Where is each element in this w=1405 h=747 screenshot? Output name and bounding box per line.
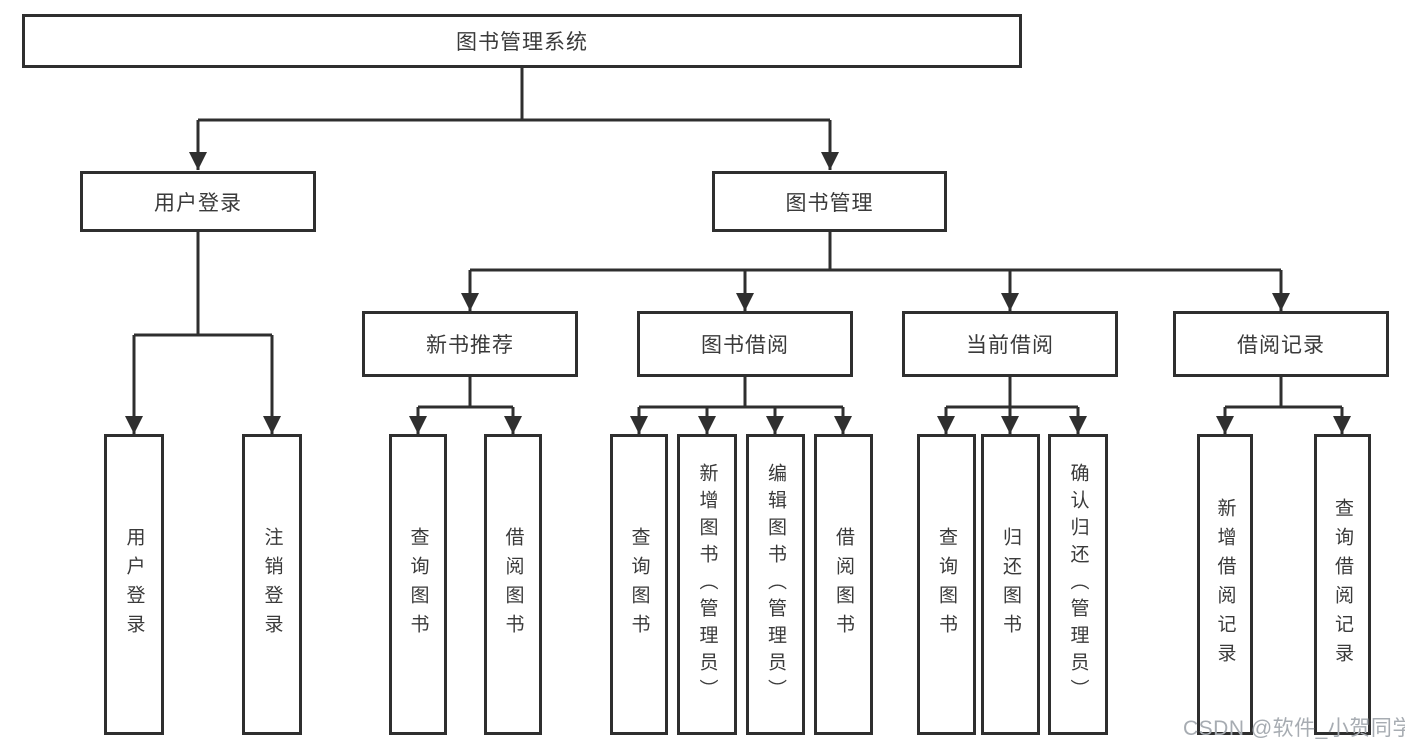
node-new-book-rec-label: 新书推荐 bbox=[426, 334, 514, 357]
node-leaf-query-book-2: 查询图书 bbox=[610, 434, 668, 735]
node-root-label: 图书管理系统 bbox=[456, 31, 588, 54]
node-current-borrow: 当前借阅 bbox=[902, 311, 1118, 377]
node-leaf-return-book-label: 归还图书 bbox=[1000, 526, 1021, 643]
node-leaf-query-book-3: 查询图书 bbox=[917, 434, 976, 735]
node-book-mgmt: 图书管理 bbox=[712, 171, 947, 232]
node-leaf-add-book-label: 新增图书（管理员） bbox=[696, 463, 718, 706]
node-leaf-query-book-2-label: 查询图书 bbox=[628, 526, 650, 643]
node-leaf-logout-label: 注销登录 bbox=[261, 526, 283, 643]
node-leaf-confirm-return-label: 确认归还（管理员） bbox=[1067, 463, 1089, 706]
node-leaf-query-book-1-label: 查询图书 bbox=[407, 526, 429, 643]
node-leaf-query-book-1: 查询图书 bbox=[389, 434, 447, 735]
node-leaf-edit-book-label: 编辑图书（管理员） bbox=[765, 463, 786, 706]
connectors bbox=[125, 68, 1351, 434]
node-leaf-borrow-book-1: 借阅图书 bbox=[484, 434, 542, 735]
node-leaf-add-record-label: 新增借阅记录 bbox=[1214, 497, 1236, 672]
node-leaf-query-record: 查询借阅记录 bbox=[1314, 434, 1371, 735]
node-leaf-user-login-label: 用户登录 bbox=[123, 526, 145, 643]
node-book-borrow: 图书借阅 bbox=[637, 311, 853, 377]
node-current-borrow-label: 当前借阅 bbox=[966, 334, 1054, 357]
node-borrow-records: 借阅记录 bbox=[1173, 311, 1389, 377]
node-leaf-add-book: 新增图书（管理员） bbox=[677, 434, 737, 735]
node-leaf-user-login: 用户登录 bbox=[104, 434, 164, 735]
node-book-borrow-label: 图书借阅 bbox=[701, 334, 789, 357]
node-book-mgmt-label: 图书管理 bbox=[785, 191, 874, 215]
node-leaf-query-record-label: 查询借阅记录 bbox=[1332, 497, 1353, 672]
csdn-watermark: CSDN @软件_小贺同学 bbox=[1183, 717, 1405, 740]
node-leaf-borrow-book-2: 借阅图书 bbox=[814, 434, 873, 735]
node-root: 图书管理系统 bbox=[22, 14, 1022, 68]
node-leaf-edit-book: 编辑图书（管理员） bbox=[746, 434, 805, 735]
node-leaf-query-book-3-label: 查询图书 bbox=[936, 526, 957, 643]
node-leaf-confirm-return: 确认归还（管理员） bbox=[1048, 434, 1108, 735]
node-borrow-records-label: 借阅记录 bbox=[1237, 334, 1325, 357]
node-leaf-logout: 注销登录 bbox=[242, 434, 302, 735]
node-new-book-rec: 新书推荐 bbox=[362, 311, 578, 377]
node-leaf-return-book: 归还图书 bbox=[981, 434, 1040, 735]
node-user-login: 用户登录 bbox=[80, 171, 316, 232]
node-leaf-borrow-book-1-label: 借阅图书 bbox=[502, 526, 524, 643]
node-leaf-add-record: 新增借阅记录 bbox=[1197, 434, 1253, 735]
node-user-login-label: 用户登录 bbox=[154, 191, 242, 215]
node-leaf-borrow-book-2-label: 借阅图书 bbox=[833, 526, 854, 643]
